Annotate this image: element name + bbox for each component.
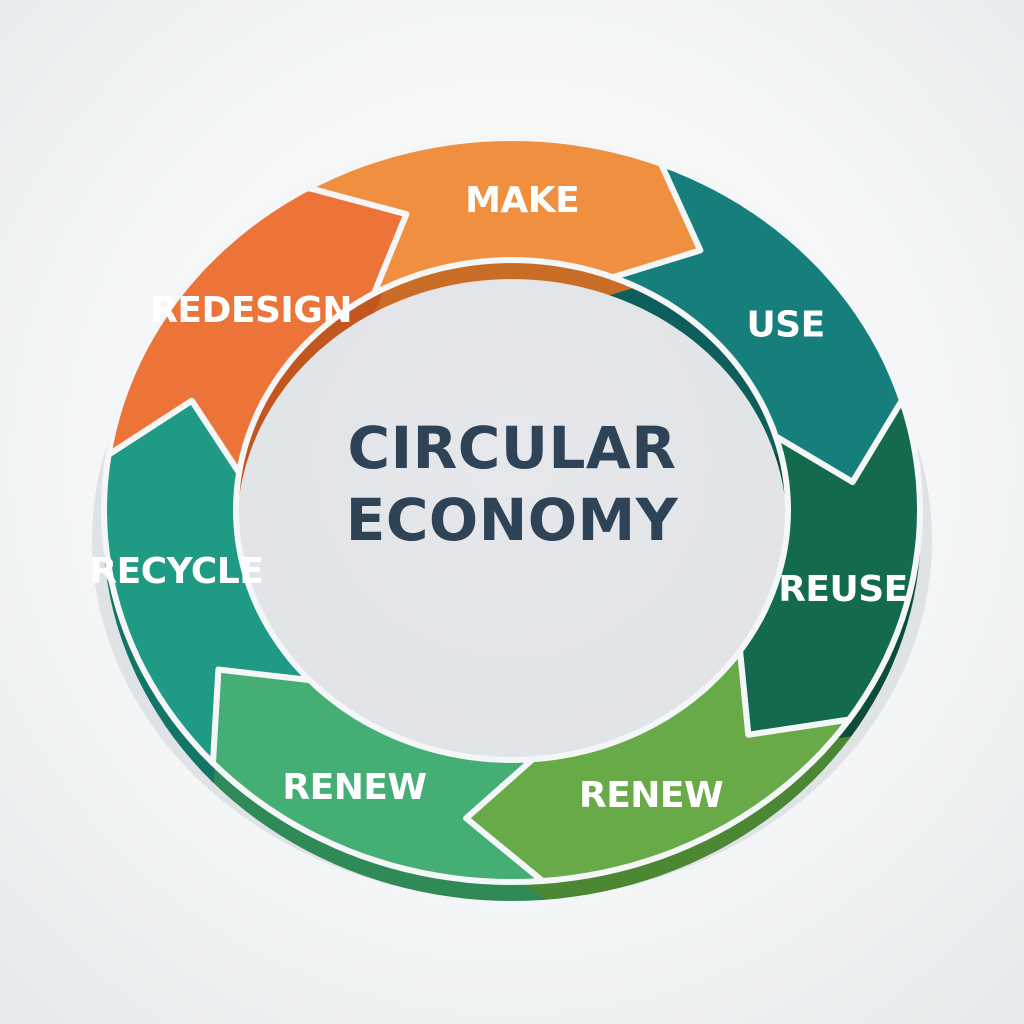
segments: [101, 135, 923, 885]
stage-label-5: RENEW: [282, 767, 426, 808]
stage-label-6: RECYCLE: [89, 551, 263, 592]
segment-labels: MAKE USE REUSE RENEW RENEW RECYCLE REDESIGN: [89, 180, 908, 816]
stage-label-1: MAKE: [465, 180, 579, 221]
stage-label-4: RENEW: [579, 775, 723, 816]
center-title-line2: ECONOMY: [346, 486, 679, 554]
stage-label-2: USE: [746, 305, 824, 346]
stage-label-7: REDESIGN: [150, 290, 352, 331]
stage-label-3: REUSE: [778, 569, 908, 610]
stage-segment-7: [105, 184, 410, 476]
center-title-line1: CIRCULAR: [348, 414, 677, 482]
